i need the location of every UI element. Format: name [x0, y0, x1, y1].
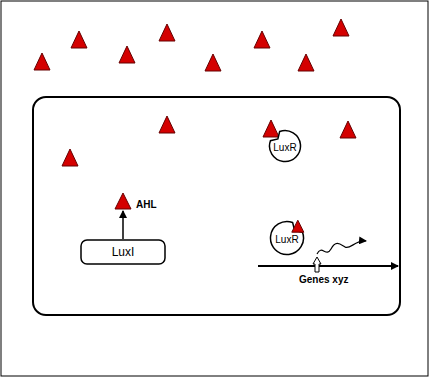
promoter-arrow: [313, 257, 321, 272]
node-label: LuxR: [275, 235, 298, 245]
triangle-shape: [115, 193, 131, 209]
luxr-receptor: LuxR: [268, 129, 302, 163]
node-label: AHL: [136, 200, 157, 210]
ahl-triangle: [114, 192, 132, 210]
gene-label: Genes xyz: [299, 275, 348, 285]
luxr-ahl-complex: LuxR: [269, 220, 305, 256]
ahl-molecules: [34, 19, 356, 166]
transcript-squiggle: [317, 241, 366, 254]
node-label: LuxI: [112, 246, 135, 258]
receptor-shape: [270, 131, 301, 162]
ahl-molecule: AHL: [114, 192, 157, 210]
luxi-synthase: LuxI: [80, 239, 166, 265]
node-label: LuxR: [273, 143, 296, 153]
bound-ahl: [292, 220, 304, 232]
box-shape: [81, 240, 165, 264]
gene-line: [258, 265, 398, 267]
cell-membrane: [33, 97, 400, 315]
arrow-connector: [122, 211, 124, 239]
